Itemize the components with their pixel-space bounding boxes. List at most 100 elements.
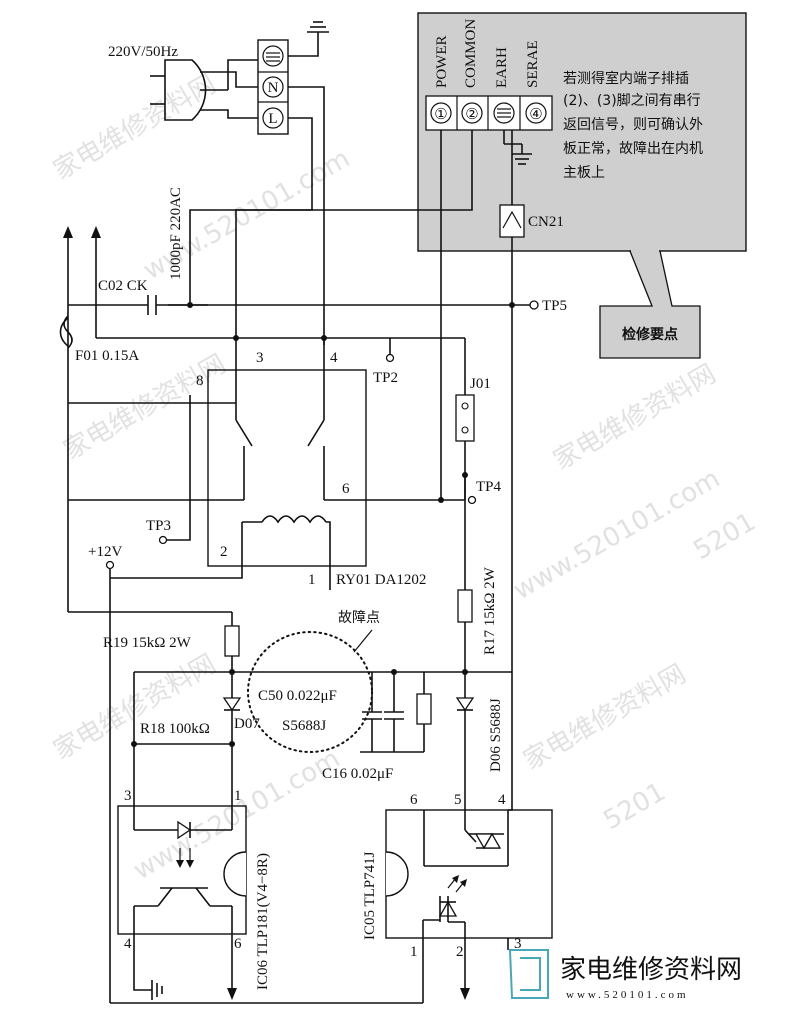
note-line-1: 若测得室内端子排插 [563,70,689,87]
relay-outline [207,369,367,567]
ic05-pin-1: 1 [410,944,418,960]
r17-resistor [457,589,473,623]
ic05-pin-3: 3 [514,936,522,952]
ic05-label: IC05 TLP741J [362,851,378,940]
terminal-4-icon [525,102,547,124]
c50-label: C50 0.022μF [258,688,337,704]
terminal-2-label: ② [465,107,478,123]
cn21-connector [499,204,525,238]
relay-pin-3: 3 [256,350,264,366]
ic06: 3 1 4 6 IC06 TLP181(V4−8R) [117,780,271,1000]
tp4-label: TP4 [476,479,502,495]
brand-name: 家电维修资料网 [560,955,742,984]
watermark-site: 家电维修资料网 [49,69,222,186]
note-line-4: 板正常，故障出在内机 [563,141,703,157]
header-earh: EARH [494,47,510,88]
watermark-site: 家电维修资料网 [549,359,722,476]
d07-part: S5688J [282,718,326,734]
header-common: COMMON [463,19,479,88]
terminal-info-box: POWER COMMON EARH SERAE ① ② ④ CN21 若测得室内… [417,12,747,252]
ic05-package [385,809,553,939]
d06-label: D06 S5688J [488,698,504,772]
watermark-short: 5201 [689,507,761,566]
tp2-point [385,353,395,363]
socket-n-label: N [268,80,279,96]
neutral-socket-icon [262,76,284,98]
lower-circuit: R19 15kΩ 2W D07 S5688J R18 100kΩ C50 0.0… [68,610,512,810]
capacitor-rating: 1000pF 220AC [168,187,184,280]
tp5-point [529,300,539,310]
j01-label: J01 [470,376,491,392]
ac-input: 220V/50Hz N L 1000pF 220AC [108,21,329,345]
supply-point [105,560,115,570]
source-label: 220V/50Hz [108,44,178,60]
cn21-label: CN21 [528,214,564,230]
jumper-j01: J01 TP4 R17 15kΩ 2W [455,376,502,700]
note-line-2: (2)、(3)脚之间有串行 [563,93,701,109]
watermark-url: www.520101.com [509,464,726,606]
d07-diode [222,697,242,712]
j01-jumper [455,394,475,442]
supply-12v: +12V [88,544,424,1004]
brand-logo: 家电维修资料网 www.520101.com [508,949,742,1001]
watermark-short: 5201 [599,777,671,836]
relay-pin-2: 2 [220,544,228,560]
tp3-label: TP3 [146,518,171,534]
d06-diode [455,697,475,712]
ic06-pin-4: 4 [124,936,132,952]
watermark-site: 家电维修资料网 [59,349,232,466]
relay-pin-4: 4 [330,350,338,366]
fuse-label: F01 0.15A [75,348,139,364]
callout-label: 检修要点 [622,326,678,343]
watermark-site: 家电维修资料网 [49,649,222,766]
terminal-1-label: ① [434,107,447,123]
ic06-led-icon [177,820,192,840]
ic06-label: IC06 TLP181(V4−8R) [255,853,271,990]
socket-l-label: L [268,111,277,127]
ic05-pin-5: 5 [454,792,462,808]
relay-pin-1: 1 [308,572,316,588]
relay-coil-icon [261,515,327,524]
ic05-pin-4: 4 [498,792,506,808]
tp5-label: TP5 [542,298,567,314]
terminal-1-icon [430,102,452,124]
note-line-3: 返回信号，则可确认外 [563,117,703,133]
brand-url: www.520101.com [566,989,689,1001]
power-plug-icon [164,59,207,121]
ic06-pin-1: 1 [234,788,242,804]
r19-label: R19 15kΩ 2W [103,635,192,651]
note-line-5: 主板上 [563,165,605,181]
ic06-pin-6: 6 [234,936,242,952]
live-socket-icon [262,107,284,129]
d07-label: D07 [234,716,260,732]
header-power: POWER [434,36,450,89]
relay-label: RY01 DA1202 [336,572,426,588]
header-serae: SERAE [525,40,541,88]
watermark-site: 家电维修资料网 [519,659,692,776]
r18-label: R18 100kΩ [140,721,210,737]
c02-label: C02 CK [98,278,148,294]
supply-label: +12V [88,544,122,560]
snubber-resistor [416,693,432,725]
relay-pin-6: 6 [342,481,350,497]
earth-socket-icon [262,45,284,67]
tp3-point [158,535,168,545]
fault-label: 故障点 [338,610,380,626]
fault-region [247,631,373,753]
tp4-point [467,495,477,505]
tp2-label: TP2 [373,370,398,386]
ic05-pin-6: 6 [410,792,418,808]
r17-label: R17 15kΩ 2W [482,566,498,655]
relay-pin-8: 8 [196,373,204,389]
ic05: IC05 TLP741J 6 5 4 1 2 3 [362,792,553,1000]
callout-maintenance-point: 检修要点 [599,250,701,359]
terminal-2-icon [461,102,483,124]
r19-resistor [224,625,240,657]
brand-logo-icon [508,949,549,999]
tp3: TP3 [146,395,191,545]
terminal-4-label: ④ [529,107,542,123]
c16-label: C16 0.02μF [322,766,393,782]
ic05-pin-2: 2 [456,944,464,960]
relay-ry01: 3 4 8 6 2 1 RY01 DA1202 [68,338,465,590]
